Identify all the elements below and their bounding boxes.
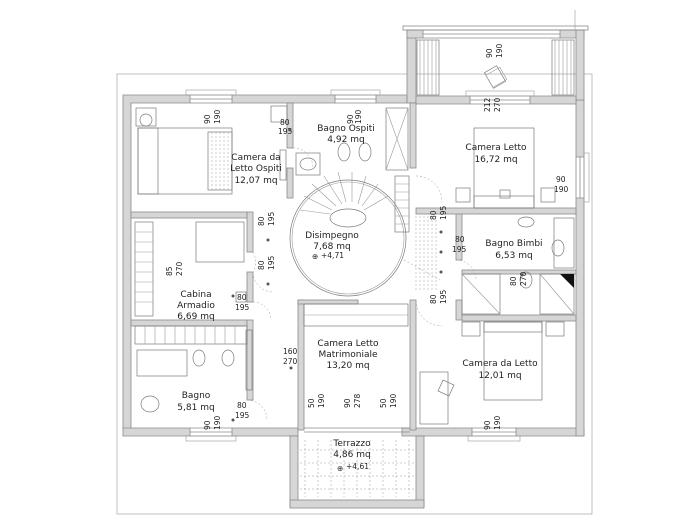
exterior-walls <box>122 25 589 437</box>
bagno-ospiti-label: Bagno Ospiti <box>317 124 375 134</box>
bed-camera-letto <box>455 127 556 209</box>
dim-label: 50 <box>379 398 388 408</box>
dim-label: 80 <box>257 260 266 270</box>
dim-label: 278 <box>353 393 362 408</box>
dim-label: 195 <box>235 303 250 312</box>
cabina-armadio-shelves <box>134 221 248 345</box>
dimension-labels: 90 190 90 190 90 190 212 270 80 195 90 1… <box>165 43 569 430</box>
terrazzo-structure <box>289 427 425 509</box>
dim-label: 90 <box>203 420 212 430</box>
dim-label: 195 <box>267 255 276 270</box>
dim-label: 80 <box>429 294 438 304</box>
dim-label: 50 <box>307 398 316 408</box>
bed-ospiti <box>135 107 233 195</box>
dim-label: 80 <box>237 401 247 410</box>
bagno-fixtures <box>136 329 253 413</box>
dim-label: 90 <box>556 175 566 184</box>
cabina-label-1: Cabina <box>180 290 211 300</box>
camera-ospiti-label-1: Camera da <box>231 153 280 163</box>
interior-walls <box>130 102 577 431</box>
dim-label: 195 <box>439 205 448 220</box>
bagno-area: 5,81 mq <box>177 403 214 413</box>
dim-label: 80 <box>257 216 266 226</box>
matrimoniale-label-2: Matrimoniale <box>318 350 378 360</box>
closet-matrimoniale <box>303 303 409 327</box>
bagno-ospiti-fixtures <box>295 107 409 176</box>
bagno-bimbi-label: Bagno Bimbi <box>485 239 542 249</box>
plan-frame <box>116 73 593 515</box>
dim-label: 195 <box>278 127 293 136</box>
bagno-label: Bagno <box>182 391 211 401</box>
dim-label: 270 <box>175 261 184 276</box>
dim-label: 90 <box>483 420 492 430</box>
dim-label: 212 <box>483 97 492 112</box>
dim-label: 195 <box>235 411 250 420</box>
dim-label: 270 <box>493 97 502 112</box>
camera-da-letto-area: 12,01 mq <box>478 371 521 381</box>
level-marker-icon: ⊕ <box>312 252 318 261</box>
dim-label: 85 <box>165 266 174 276</box>
dim-label: 190 <box>554 185 569 194</box>
matrimoniale-label-1: Camera Letto <box>317 339 379 349</box>
camera-ospiti-label-2: Letto Ospiti <box>230 164 282 174</box>
level-marker-icon-terrazzo: ⊕ <box>337 464 343 473</box>
desk-ospiti <box>270 105 288 181</box>
terrazzo-tiles <box>300 440 414 497</box>
dimension-markers <box>231 128 524 422</box>
windows <box>185 29 590 442</box>
staircase <box>289 171 441 297</box>
terrazzo-area: 4,86 mq <box>333 450 370 460</box>
cabina-label-2: Armadio <box>177 301 215 311</box>
dim-label: 80 <box>455 235 465 244</box>
bed-camera-da-letto <box>419 321 565 425</box>
dim-label: 80 <box>429 210 438 220</box>
disimpegno-level: +4,71 <box>321 251 344 260</box>
dim-label: 190 <box>213 109 222 124</box>
disimpegno-label: Disimpegno <box>305 231 359 241</box>
dim-label: 90 <box>203 114 212 124</box>
dim-label: 195 <box>439 289 448 304</box>
bagno-bimbi-area: 6,53 mq <box>495 251 532 261</box>
dim-label: 80 <box>509 276 518 286</box>
camera-da-letto-label: Camera da Letto <box>462 359 538 369</box>
matrimoniale-area: 13,20 mq <box>326 361 369 371</box>
dim-label: 270 <box>283 357 298 366</box>
room-labels: Camera da Letto Ospiti 12,07 mq Bagno Os… <box>177 124 542 473</box>
camera-letto-label: Camera Letto <box>465 143 527 153</box>
door-swings <box>246 147 477 421</box>
dim-label: 90 <box>346 114 355 124</box>
bagno-bimbi-fixtures <box>461 216 575 315</box>
dim-label: 190 <box>495 43 504 58</box>
dim-label: 90 <box>343 398 352 408</box>
cabina-area: 6,69 mq <box>177 312 214 322</box>
dim-label: 160 <box>283 347 298 356</box>
dim-label: 190 <box>354 109 363 124</box>
wing-closets <box>416 39 575 96</box>
dim-label: 190 <box>317 393 326 408</box>
terrazzo-level: +4,61 <box>346 462 369 471</box>
dim-label: 80 <box>237 293 247 302</box>
camera-ospiti-area: 12,07 mq <box>234 176 277 186</box>
dim-label: 190 <box>213 415 222 430</box>
terrazzo-label: Terrazzo <box>332 439 371 449</box>
disimpegno-area: 7,68 mq <box>313 242 350 252</box>
bagno-ospiti-area: 4,92 mq <box>327 135 364 145</box>
dim-label: 80 <box>280 118 290 127</box>
dim-label: 195 <box>452 245 467 254</box>
dim-label: 195 <box>267 211 276 226</box>
camera-letto-area: 16,72 mq <box>474 155 517 165</box>
dim-label: 190 <box>389 393 398 408</box>
dim-label: 190 <box>493 415 502 430</box>
dim-label: 270 <box>519 271 528 286</box>
dim-label: 90 <box>485 48 494 58</box>
